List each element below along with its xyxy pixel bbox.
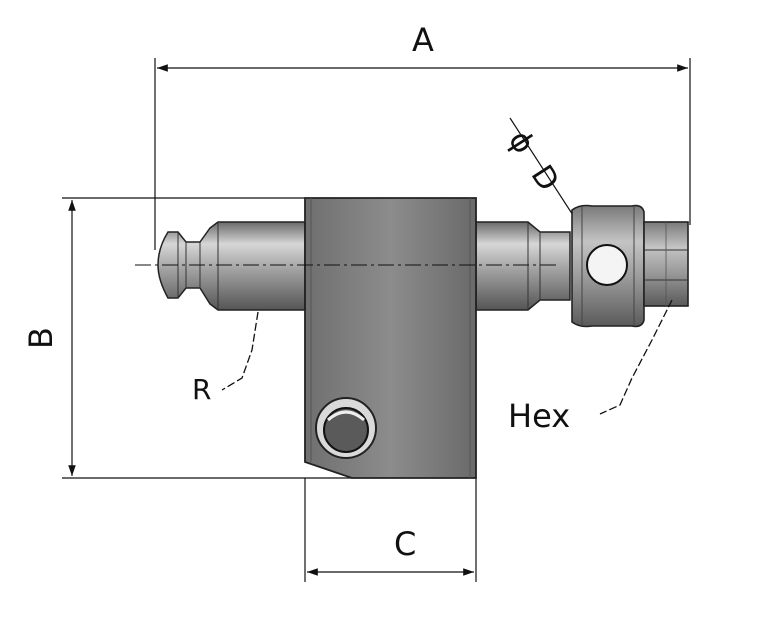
hex-leader bbox=[599, 299, 673, 415]
radius-label: R bbox=[192, 373, 212, 406]
dimension-label-a: A bbox=[412, 21, 434, 59]
hex-end bbox=[643, 221, 689, 307]
dimension-label-c: C bbox=[394, 525, 417, 563]
dimension-label-b: B bbox=[21, 327, 60, 349]
hex-collar bbox=[571, 204, 645, 328]
block-side-hole bbox=[315, 397, 377, 459]
right-shaft bbox=[475, 221, 571, 311]
hex-label: Hex bbox=[508, 397, 571, 435]
left-shaft bbox=[157, 221, 306, 311]
radius-leader bbox=[221, 311, 259, 391]
extension-lines bbox=[62, 58, 691, 582]
